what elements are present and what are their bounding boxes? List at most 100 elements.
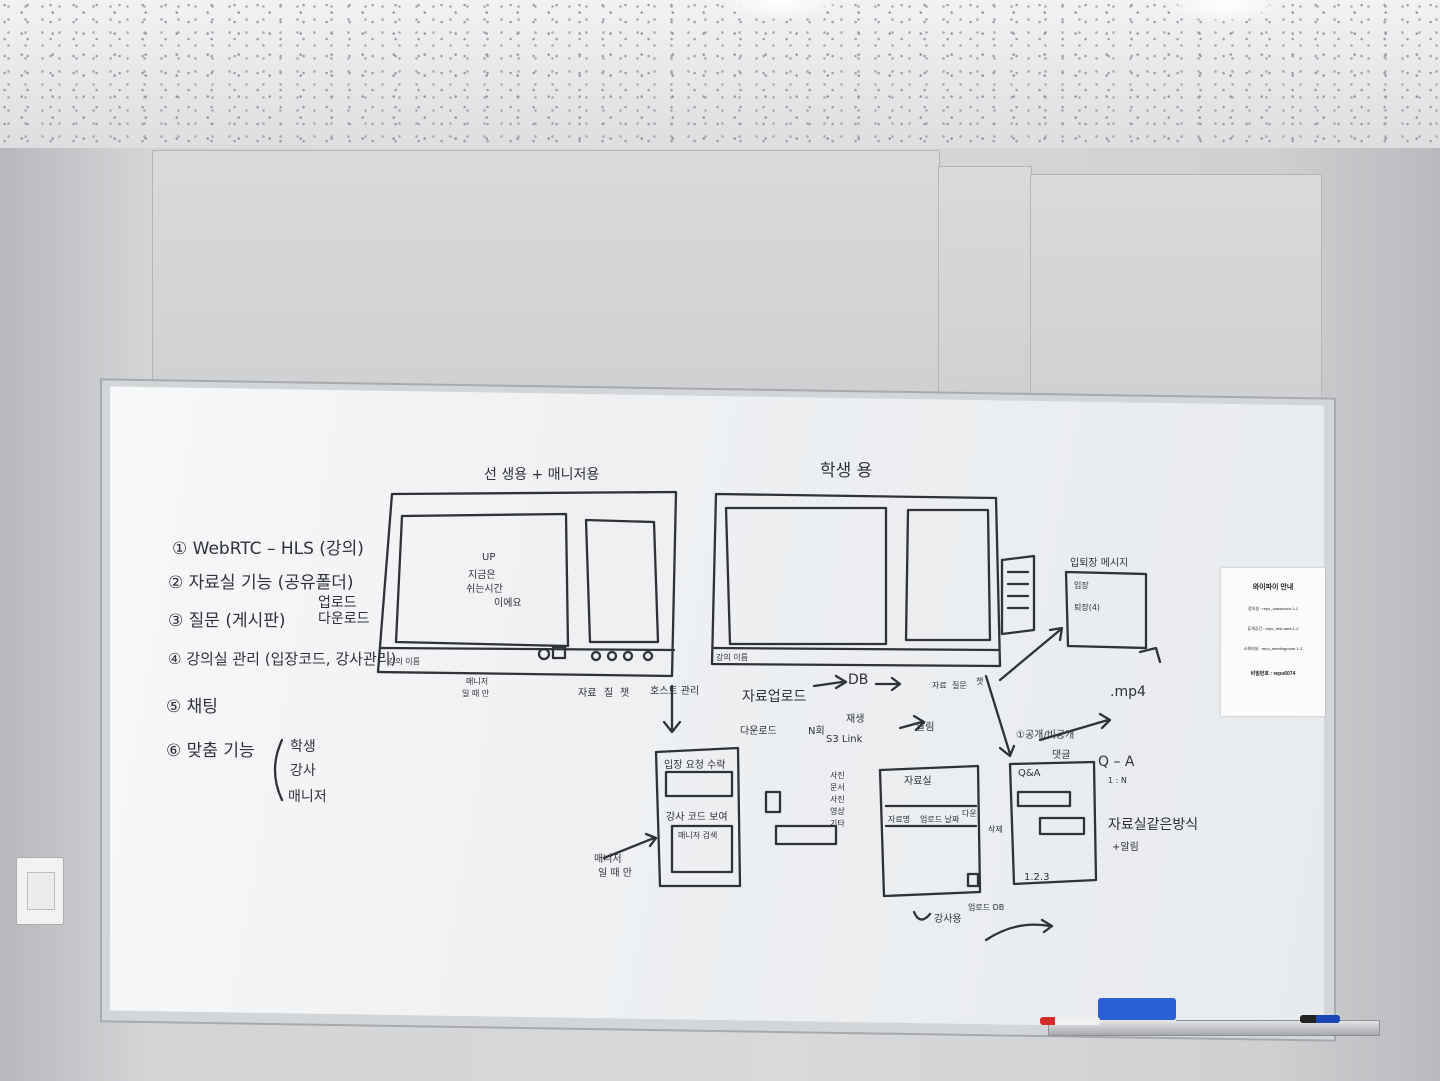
teacher-tool-icon [642,650,654,662]
feature-5: ⑤ 채팅 [166,697,218,717]
upload-label: 업로드 [318,595,357,611]
wifi-network-1: 정의실 : repo_classroom-1-1 [1248,606,1298,611]
qa-item [1016,790,1072,808]
library-panel [878,764,982,898]
download-label: 다운로드 [318,611,370,627]
student-heading: 학생 용 [820,461,873,481]
feature-2: ② 자료실 기능 (공유폴더) [168,573,354,593]
teacher-side-panel [584,518,660,644]
flow-download: 다운로드 [740,726,777,737]
arrow [874,676,902,692]
side-list-1: 사진 [830,771,845,780]
ceiling-light [1170,0,1280,22]
role-instructor: 강사 [290,763,316,779]
qa-panel [1008,760,1098,886]
library-style: 자료실같은방식 [1108,817,1199,833]
library-col-down: 다운 [962,809,977,818]
teacher-lecture-name: 강의 이름 [388,657,420,666]
chat-drawer [1000,554,1036,636]
feature-3: ③ 질문 (게시판) [168,611,286,631]
toolbar-chat: 챗 [620,688,630,699]
side-list-5: 기타 [830,819,845,828]
arrow [898,714,926,732]
side-blob [774,824,838,846]
teacher-tool-icon [590,650,602,662]
screen-note-4: 이에요 [494,598,522,609]
check [1138,646,1162,664]
wifi-password: 비밀번호 : repo6074 [1250,671,1296,677]
library-col-date: 업로드 날짜 [920,815,960,824]
role-student: 학생 [290,739,316,755]
student-screen-outline [710,492,1002,668]
alarm-plus: +알림 [1112,842,1139,853]
screen-note-3: 쉬는시간 [466,584,503,595]
teacher-tool-icon [606,650,618,662]
qa-item [1038,816,1086,836]
teacher-screen-outline [376,490,678,678]
comment: 댓글 [1052,750,1071,761]
loop-arrow [912,910,932,921]
library-col-name: 자료명 [888,815,911,824]
qa-title: Q&A [1018,768,1041,779]
host-panel-row [670,824,734,874]
role-manager: 매니저 [288,789,327,805]
teacher-main-video [394,512,570,648]
arrow [1038,712,1112,742]
feature-6: ⑥ 맞춤 기능 [166,741,255,761]
wifi-notice: 와이파이 안내 정의실 : repo_classroom-1-1 휴게공간 : … [1221,568,1325,716]
flow-upload: 자료업로드 [742,689,807,705]
teacher-tool-icon [551,645,567,660]
host-panel [654,746,742,888]
side-list-3: 사진 [830,795,845,804]
ceiling [0,0,1440,148]
notice-panel [1064,570,1148,650]
switch-rocker [27,872,55,910]
host-accept: 입장 요청 수락 [664,760,726,771]
notice-message: 입퇴장 메시지 [1070,558,1129,569]
ceiling-light [720,0,840,20]
manager-only-1b: 일 때 만 [462,689,490,698]
manager-only-2: 매니저 [594,854,622,865]
wifi-notice-title: 와이파이 안내 [1252,584,1294,591]
flow-play: 재생 [846,714,865,725]
eraser [1098,998,1176,1020]
light-switch [16,857,64,925]
mp4-label: .mp4 [1110,684,1146,700]
arrow [984,674,1016,758]
flow-alarm: 알림 [916,722,935,733]
notice-line-1: 입장 [1074,581,1089,590]
flow-n-times: N회 [808,726,825,737]
public-private: ①공개/비공개 [1016,730,1075,741]
manager-only-1: 매니저 [466,677,489,686]
toolbar-question: 질 [604,688,614,699]
upload-db: 업로드 DB [968,903,1005,912]
toolbar-files: 자료 [578,688,597,699]
host-code: 강사 코드 보여 [666,812,728,823]
teacher-tool-icon [622,650,634,662]
notice-line-2: 퇴장(4) [1074,603,1101,612]
wifi-network-3: 소회의실 : repo_meetingroom-1-3 [1243,646,1303,651]
teacher-toolbar-line [378,646,676,652]
qa-ratio: 1 : N [1108,776,1127,785]
toolbar-host: 호스트 관리 [650,686,700,697]
upload-icon [966,872,980,888]
side-list-2: 문서 [830,783,845,792]
qa-label: Q – A [1098,754,1135,770]
student-toolbar-question: 질문 [952,681,967,690]
flow-db: DB [848,672,869,688]
student-side-panel [904,508,992,642]
marker-red [1040,1017,1100,1025]
student-lecture-name: 강의 이름 [716,653,748,662]
arrow [812,674,848,690]
wall-cabinet [152,150,940,398]
screen-note-2: 지금은 [468,570,496,581]
feature-1: ① WebRTC – HLS (강의) [172,539,364,559]
host-search: 매니저 검색 [678,831,718,840]
flow-s3: S3 Link [826,734,863,745]
arrow [662,684,682,734]
host-panel-row [664,770,734,798]
instructor-use: 강사용 [934,914,962,925]
arrow [602,832,658,860]
side-list-4: 영상 [830,807,845,816]
feature-4: ④ 강의실 관리 (입장코드, 강사관리) [168,650,397,668]
